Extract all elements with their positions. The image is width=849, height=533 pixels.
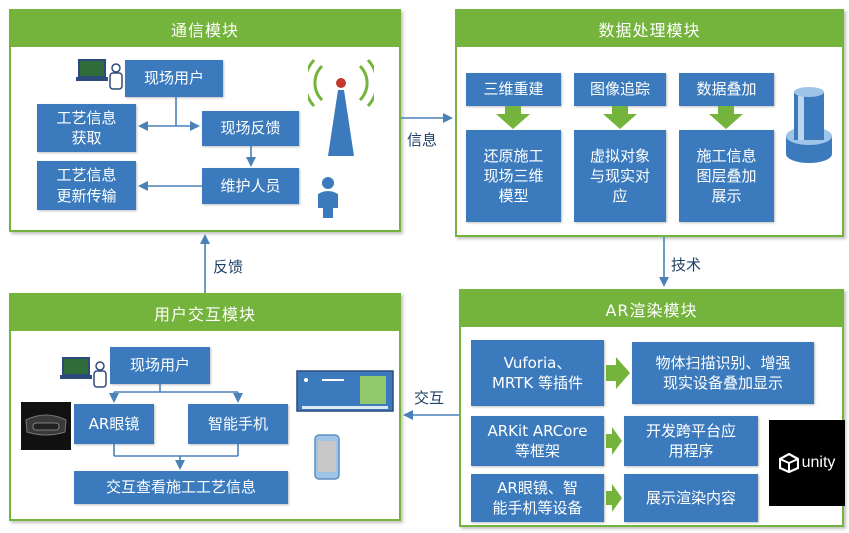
label-tech: 技术: [671, 256, 702, 274]
unity-cube-icon: [778, 453, 799, 473]
ar-frameworks-output: 开发跨平台应 用程序: [624, 416, 758, 466]
interaction-smartphone: 智能手机: [188, 404, 288, 444]
ar-plugins: Vuforia、 MRTK 等插件: [471, 340, 604, 406]
label-feedback: 反馈: [213, 258, 244, 276]
interaction-ar-glasses: AR眼镜: [74, 404, 154, 444]
interaction-field-user: 现场用户: [110, 347, 210, 384]
ar-headset-icon: [21, 402, 71, 450]
data-image-tracking: 图像追踪: [574, 73, 666, 106]
communication-module-title: 通信模块: [11, 11, 399, 47]
ar-devices: AR眼镜、智 能手机等设备: [471, 474, 604, 522]
comm-field-feedback: 现场反馈: [202, 111, 299, 146]
data-3d-reconstruction-output: 还原施工 现场三维 模型: [466, 130, 561, 222]
data-overlay: 数据叠加: [679, 73, 774, 106]
ar-rendering-module-title: AR渲染模块: [461, 291, 842, 327]
laptop-user-icon: [76, 59, 123, 90]
label-interact: 交互: [414, 389, 445, 407]
data-3d-reconstruction: 三维重建: [466, 73, 561, 106]
maintainer-person-icon: [318, 177, 338, 218]
comm-maintainer: 维护人员: [202, 168, 299, 204]
interaction-view-info: 交互查看施工工艺信息: [74, 471, 288, 504]
comm-process-update: 工艺信息 更新传输: [37, 161, 136, 210]
ar-devices-output: 展示渲染内容: [624, 474, 758, 522]
laptop-user-icon: [60, 357, 107, 388]
database-server-icon: [786, 87, 832, 163]
user-interaction-module-title: 用户交互模块: [11, 295, 399, 331]
smartphone-icon: [314, 434, 340, 480]
unity-logo: unity: [769, 420, 845, 506]
signal-tower-icon: [308, 58, 374, 156]
comm-field-user: 现场用户: [125, 60, 223, 97]
data-image-tracking-output: 虚拟对象 与现实对 应: [574, 130, 666, 222]
ar-frameworks: ARKit ARCore 等框架: [471, 416, 604, 466]
data-processing-module-title: 数据处理模块: [457, 11, 842, 47]
label-info: 信息: [407, 131, 438, 149]
data-overlay-output: 施工信息 图层叠加 展示: [679, 130, 774, 222]
comm-process-acquire: 工艺信息 获取: [37, 104, 136, 152]
ar-plugins-output: 物体扫描识别、增强 现实设备叠加显示: [632, 342, 814, 404]
tablet-monitor-icon: [296, 370, 394, 412]
unity-logo-text: unity: [801, 454, 836, 471]
